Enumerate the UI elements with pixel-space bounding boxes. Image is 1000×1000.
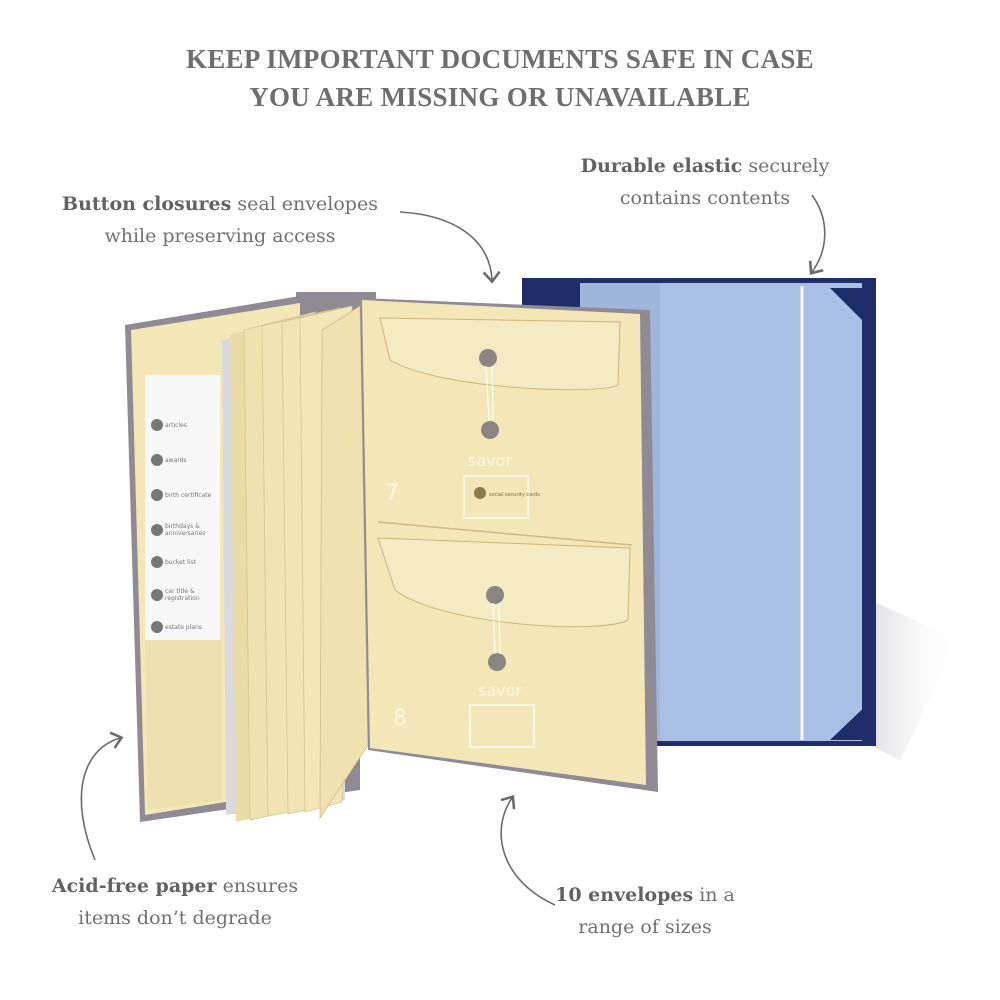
button-closure	[481, 421, 499, 439]
corner	[830, 288, 872, 330]
index-item: estate plans	[165, 623, 202, 631]
envelope-8: savor 8	[377, 537, 631, 748]
arrow-envelopes	[500, 795, 556, 906]
callout-text: range of sizes	[578, 916, 712, 938]
callout-bold: 10 envelopes	[555, 884, 694, 906]
callout-bold: Button closures	[62, 193, 232, 215]
callout-bold: Durable elastic	[580, 155, 743, 177]
arrow-elastic	[808, 194, 826, 275]
index-item: articles	[165, 421, 187, 429]
button-closure	[479, 349, 497, 367]
arrow-acid-free	[80, 731, 124, 861]
callout-text: while preserving access	[104, 225, 336, 247]
button-closure	[488, 653, 506, 671]
envelope-brand: savor	[478, 681, 522, 700]
index-item: car title & registration	[165, 588, 200, 602]
callout-text: in a	[693, 884, 735, 906]
callout-acid-free: Acid-free paper ensures items don’t degr…	[30, 870, 320, 934]
callout-button-closures: Button closures seal envelopes while pre…	[30, 188, 410, 252]
callout-text: securely	[742, 155, 830, 177]
index-list: articles awards birth certificate birthd…	[151, 419, 212, 633]
callout-bold: Acid-free paper	[51, 875, 217, 897]
callout-text: contains contents	[619, 187, 791, 209]
envelope-7: savor 7 social security cards	[377, 317, 633, 546]
envelope-label: social security cards	[489, 492, 540, 498]
arrow-button-closures	[399, 211, 501, 284]
callout-text: ensures	[216, 875, 299, 897]
callout-elastic: Durable elastic securely contains conten…	[560, 150, 850, 214]
open-folder: articles awards birth certificate birthd…	[125, 292, 658, 822]
envelope-brand: savor	[468, 451, 512, 470]
index-item: birth certificate	[165, 491, 212, 499]
callout-envelopes: 10 envelopes in a range of sizes	[520, 879, 770, 943]
button-closure	[486, 586, 504, 604]
index-item: bucket list	[165, 558, 196, 566]
callout-text: items don’t degrade	[78, 907, 272, 929]
envelope-number: 7	[385, 481, 399, 506]
index-item: birthdays & anniversaries	[165, 523, 206, 537]
headline: KEEP IMPORTANT DOCUMENTS SAFE IN CASE YO…	[0, 40, 1000, 116]
envelope-number: 8	[393, 706, 407, 731]
corner	[830, 700, 872, 740]
headline-line-2: YOU ARE MISSING OR UNAVAILABLE	[249, 82, 751, 112]
headline-line-1: KEEP IMPORTANT DOCUMENTS SAFE IN CASE	[186, 44, 814, 74]
callout-text: seal envelopes	[231, 193, 378, 215]
index-item: awards	[165, 456, 187, 464]
